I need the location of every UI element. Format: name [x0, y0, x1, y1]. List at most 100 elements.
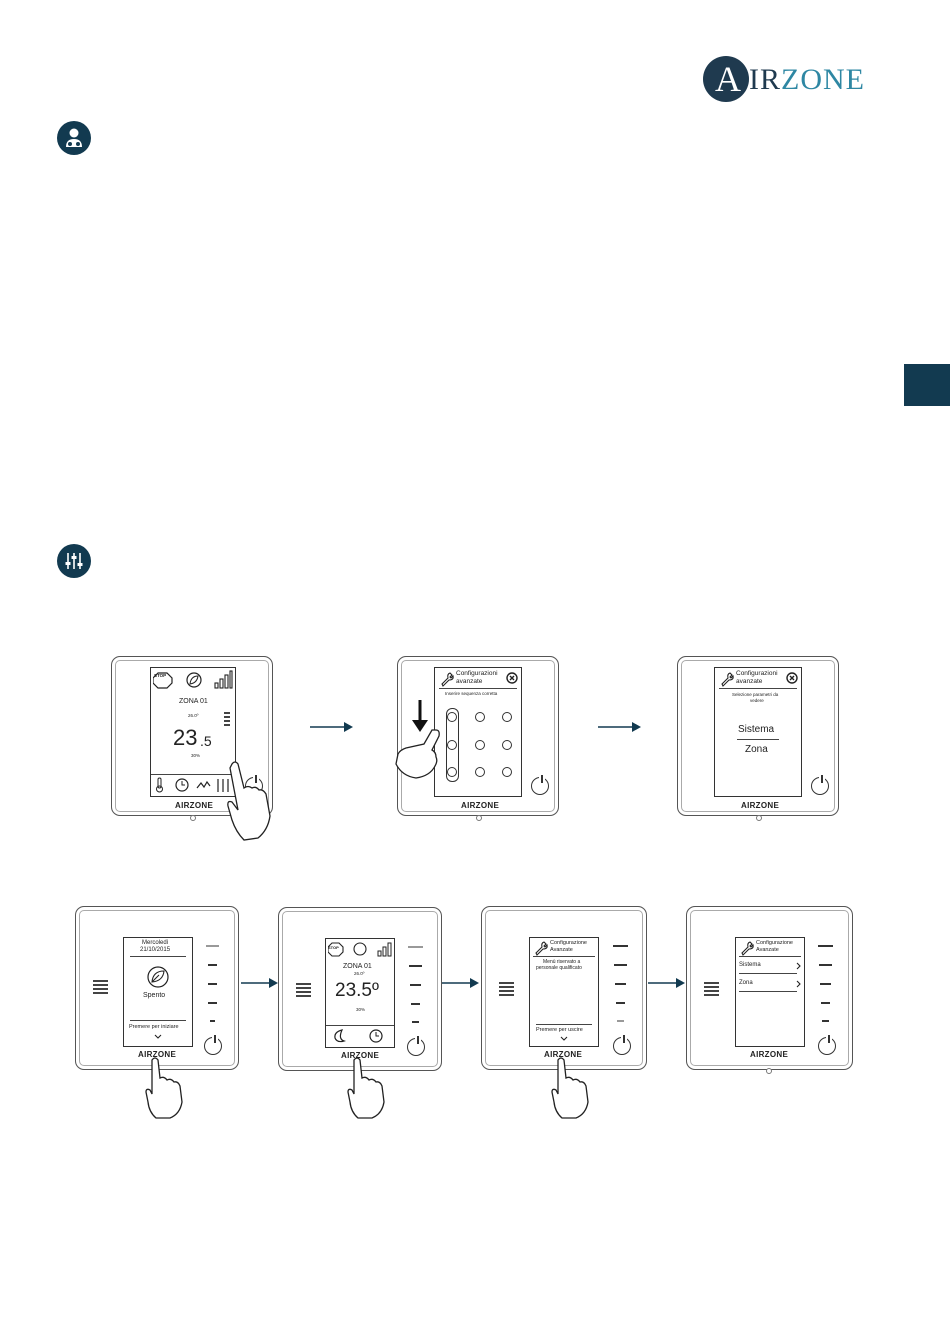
sequence-dot[interactable]: [447, 712, 457, 722]
hand-pointer-icon: [395, 729, 440, 779]
screen-title-line2: avanzate: [736, 678, 763, 685]
wrench-icon: [535, 941, 548, 956]
leaf-icon: [186, 672, 202, 688]
arrow-right-icon: [648, 978, 685, 988]
thermostat-standby-screen: Mercoledì 21/10/2015 Spento Premere per …: [75, 906, 239, 1070]
start-prompt[interactable]: Premere per iniziare: [129, 1024, 179, 1030]
clock-icon: [369, 1029, 383, 1043]
exit-prompt[interactable]: Premere per uscire: [536, 1027, 583, 1033]
zone-name: ZONA 01: [179, 698, 208, 705]
stop-icon: [153, 672, 173, 689]
wrench-icon: [741, 941, 754, 956]
chevron-right-icon[interactable]: [796, 980, 802, 988]
close-icon[interactable]: [506, 672, 518, 684]
hand-pointer-icon: [347, 1057, 385, 1119]
restricted-note-line1: Menù riservato a: [543, 959, 581, 965]
screen-title-line2: avanzate: [456, 678, 483, 685]
airzone-logo: A IRZONE: [703, 56, 873, 104]
chevron-down-icon: [154, 1034, 162, 1039]
section-side-tab: [904, 364, 950, 406]
screen-subtitle: Inserire sequenza corretta: [445, 691, 498, 696]
thermostat-parameters-screen: Configurazioni avanzate Selezione parame…: [677, 656, 839, 821]
device-brand[interactable]: AIRZONE: [138, 1050, 177, 1059]
vent-icon: [499, 982, 514, 998]
setpoint: 26.0º: [188, 713, 199, 718]
arrow-right-icon: [442, 978, 479, 988]
leaf-icon: [353, 942, 367, 956]
fan-speed-icon: [224, 712, 230, 728]
room-temperature: 23.5º: [335, 980, 379, 1001]
thermostat-display: Mercoledì 21/10/2015 Spento Premere per …: [123, 937, 193, 1047]
power-icon[interactable]: [613, 1035, 631, 1055]
bottom-icons-row: [334, 1029, 383, 1043]
screen-subtitle-line2: vedere: [750, 698, 764, 703]
chevron-down-icon: [560, 1036, 568, 1041]
stop-label: STOP: [154, 673, 167, 678]
chevron-right-icon[interactable]: [796, 962, 802, 970]
thermostat-main-screen: STOP ZONA 01 26.0º 23.5º 30% AIRZONE: [278, 907, 442, 1071]
stop-label: STOP: [328, 945, 339, 950]
arrow-right-icon: [310, 722, 353, 732]
option-zona[interactable]: Zona: [745, 744, 768, 755]
signal-icon: [214, 670, 233, 689]
top-icons-row: [328, 942, 392, 957]
close-icon[interactable]: [786, 672, 798, 684]
zone-name: ZONA 01: [343, 963, 372, 970]
thermostat-display: Configurazione Avanzate Sistema Zona: [735, 937, 805, 1047]
room-temperature-decimal: .5: [200, 733, 212, 749]
thermostat-restricted-screen: Configurazione Avanzate Menù riservato a…: [481, 906, 647, 1070]
screen-title-line2: Avanzate: [550, 947, 573, 953]
device-brand: AIRZONE: [175, 801, 214, 810]
power-icon[interactable]: [811, 775, 829, 795]
power-icon[interactable]: [407, 1036, 425, 1056]
arrow-right-icon: [598, 722, 641, 732]
hand-pointer-icon: [227, 761, 271, 841]
humidity: 30%: [191, 753, 201, 758]
sequence-dot[interactable]: [475, 740, 485, 750]
swipe-track: [446, 708, 459, 782]
setpoint: 26.0º: [354, 971, 365, 976]
logo-wordmark: IRZONE: [749, 63, 865, 96]
bottom-icons-row: [156, 777, 229, 793]
weekday: Mercoledì: [142, 940, 169, 946]
thermostat-display: Configurazioni avanzate Inserire sequenz…: [434, 667, 522, 797]
power-icon[interactable]: [818, 1035, 836, 1055]
menu-item-zona[interactable]: Zona: [739, 980, 753, 986]
top-icons-row: [153, 670, 233, 689]
sequence-dot[interactable]: [502, 767, 512, 777]
power-icon[interactable]: [531, 775, 549, 795]
settings-sliders-icon: [57, 544, 91, 578]
moon-icon: [334, 1029, 347, 1043]
screen-title-line1: Configurazione: [756, 940, 793, 946]
sequence-dot[interactable]: [475, 712, 485, 722]
arrow-right-icon: [241, 978, 278, 988]
device-brand: AIRZONE: [461, 801, 500, 810]
settings-sliders-icon: [217, 779, 229, 792]
thermostat-display: STOP ZONA 01 26.0º 23.5º 30%: [325, 938, 395, 1048]
technician-icon: [57, 121, 91, 155]
thermostat-sequence-screen: Configurazioni avanzate Inserire sequenz…: [397, 656, 559, 821]
screen-title-line2: Avanzate: [756, 947, 779, 953]
leaf-icon: [147, 966, 169, 988]
room-temperature: 23: [173, 725, 198, 750]
menu-item-sistema[interactable]: Sistema: [739, 962, 761, 968]
sequence-dot[interactable]: [475, 767, 485, 777]
device-brand: AIRZONE: [741, 801, 780, 810]
vent-icon: [704, 982, 719, 998]
device-brand: AIRZONE: [750, 1050, 789, 1059]
device-brand[interactable]: AIRZONE: [341, 1051, 380, 1060]
wave-icon: [196, 780, 211, 789]
device-brand[interactable]: AIRZONE: [544, 1050, 583, 1059]
sequence-dot[interactable]: [502, 740, 512, 750]
option-sistema[interactable]: Sistema: [738, 724, 775, 735]
sequence-dot[interactable]: [447, 767, 457, 777]
humidity: 30%: [356, 1007, 366, 1012]
hand-pointer-icon: [145, 1057, 183, 1119]
power-icon[interactable]: [204, 1035, 222, 1055]
wrench-icon: [721, 672, 734, 687]
screen-title-line1: Configurazioni: [736, 670, 778, 677]
restricted-note-line2: personale qualificato: [536, 965, 582, 971]
sequence-dot[interactable]: [447, 740, 457, 750]
stop-icon: [328, 942, 344, 957]
sequence-dot[interactable]: [502, 712, 512, 722]
